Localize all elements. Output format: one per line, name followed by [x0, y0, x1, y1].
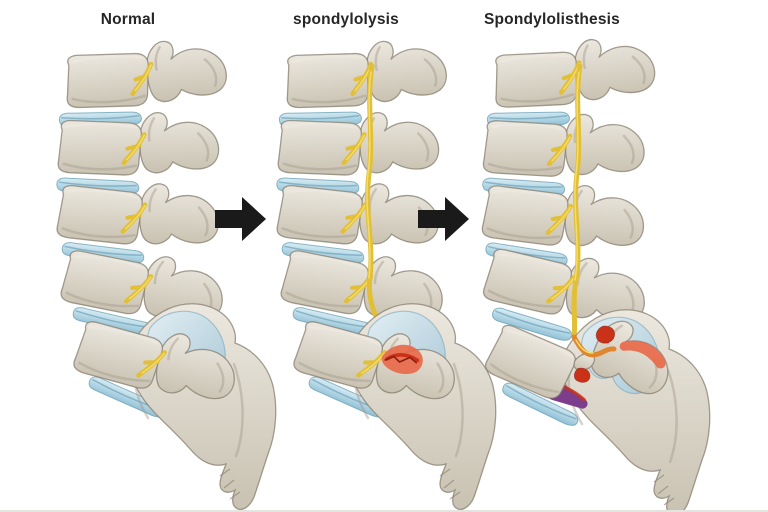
fracture-surface	[573, 367, 591, 383]
panel-label-spondylolysis: spondylolysis	[293, 11, 399, 28]
vertebra	[63, 36, 228, 111]
fracture-surface	[595, 325, 615, 344]
vertebra	[491, 33, 657, 111]
detached-spinous-fragment	[583, 313, 684, 405]
slipped-vertebra-l5	[480, 320, 596, 404]
spinal-nerve-band	[365, 63, 391, 341]
spondylolisthesis-spine-illustration	[480, 42, 711, 512]
right-arrow-icon	[418, 197, 469, 241]
sacrum	[559, 308, 711, 512]
compressed-nerve	[571, 334, 617, 358]
vertebra	[283, 36, 448, 111]
spondylolysis-spine-illustration	[275, 42, 497, 511]
pars-fracture	[381, 344, 423, 374]
normal-spine-illustration	[55, 42, 277, 511]
spinal-nerve-band	[571, 63, 583, 339]
panel-label-normal: Normal	[100, 11, 156, 28]
panel-label-spondylolisthesis: Spondylolisthesis	[483, 11, 621, 28]
right-arrow-icon	[215, 197, 266, 241]
